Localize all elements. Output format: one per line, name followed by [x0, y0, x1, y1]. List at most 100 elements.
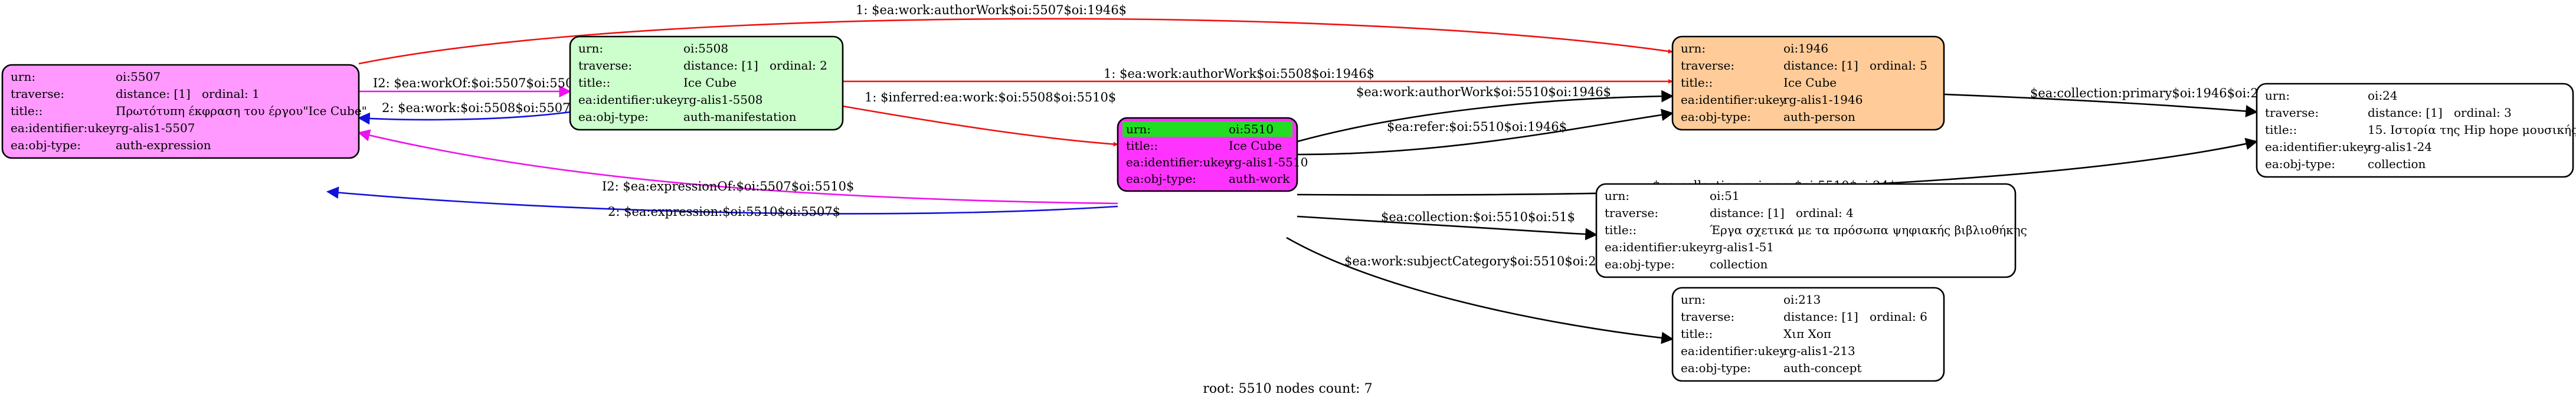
node-1946-row0-val: oi:1946 — [1783, 41, 1828, 55]
node-1946-row2-key: title:: — [1681, 75, 1713, 90]
edge-refer — [1297, 109, 1674, 156]
node-213-row4-key: ea:obj-type: — [1681, 361, 1751, 375]
edge-author-5510 — [1297, 90, 1674, 143]
node-5507-row3-key: ea:identifier:ukey — [11, 121, 116, 135]
node-5507-row1-key: traverse: — [11, 87, 64, 101]
nodes: urn: oi:5507 traverse: distance: [1] ord… — [1, 35, 2576, 382]
edge-label-workof: I2: $ea:workOf:$oi:5507$oi:5508$ — [373, 76, 589, 90]
node-5510-row0-key: urn: — [1126, 122, 1151, 136]
node-5508-row0-key: urn: — [578, 41, 603, 55]
footer-caption: root: 5510 nodes count: 7 — [1203, 382, 1372, 396]
node-24-row1-val: distance: [1] — [2368, 106, 2443, 120]
node-1946-row1-val: distance: [1] — [1783, 58, 1858, 73]
node-213-row3-key: ea:identifier:ukey — [1681, 344, 1786, 358]
node-5508-row1-extra: ordinal: 2 — [770, 58, 827, 73]
node-5510-row1-val: Ice Cube — [1229, 139, 1282, 153]
edge-label-author-5510: $ea:work:authorWork$oi:5510$oi:1946$ — [1356, 85, 1611, 99]
edge-author-5507 — [358, 18, 1673, 65]
node-1946-row1-key: traverse: — [1681, 58, 1734, 73]
node-51-row0-val: oi:51 — [1710, 189, 1740, 203]
node-51[interactable]: urn: oi:51 traverse: distance: [1] ordin… — [1595, 183, 2027, 278]
node-5507[interactable]: urn: oi:5507 traverse: distance: [1] ord… — [1, 64, 367, 159]
node-51-row4-val: collection — [1710, 257, 1768, 271]
edge-label-expressionof: I2: $ea:expressionOf:$oi:5507$oi:5510$ — [602, 179, 854, 193]
node-5508[interactable]: urn: oi:5508 traverse: distance: [1] ord… — [569, 35, 844, 131]
node-5510-row2-key: ea:identifier:ukey — [1126, 155, 1232, 169]
edge-work-5508 — [357, 111, 571, 125]
node-51-row1-extra: ordinal: 4 — [1796, 206, 1854, 220]
node-5507-row2-val: Πρωτότυπη έκφραση του έργου"Ice Cube" — [116, 104, 367, 118]
node-5510-row2-val: rg-alis1-5510 — [1229, 155, 1308, 169]
edge-label-work-5508: 2: $ea:work:$oi:5508$oi:5507$ — [382, 101, 578, 115]
node-5507-row3-val: rg-alis1-5507 — [116, 121, 195, 135]
node-1946-row2-val: Ice Cube — [1783, 75, 1837, 90]
edge-label-subject: $ea:work:subjectCategory$oi:5510$oi:213$ — [1344, 254, 1620, 268]
edge-label-inferred: 1: $inferred:ea:work:$oi:5508$oi:5510$ — [865, 90, 1116, 104]
node-51-row3-val: rg-alis1-51 — [1710, 240, 1774, 254]
node-24-row1-extra: ordinal: 3 — [2454, 106, 2512, 120]
node-5508-row2-key: title:: — [578, 75, 610, 90]
node-24-row4-key: ea:obj-type: — [2265, 157, 2335, 171]
node-5507-row4-val: auth-expression — [116, 138, 211, 152]
edge-label-refer: $ea:refer:$oi:5510$oi:1946$ — [1387, 120, 1567, 134]
node-24-row2-val: 15. Ιστορία της Hip hope μουσικής — [2368, 123, 2576, 137]
node-24-row0-key: urn: — [2265, 88, 2290, 103]
node-5510-header — [1122, 121, 1292, 137]
edge-expressionof — [357, 129, 1118, 205]
node-51-row3-key: ea:identifier:ukey — [1605, 240, 1710, 254]
node-24-row1-key: traverse: — [2265, 106, 2319, 120]
node-213-row1-extra: ordinal: 6 — [1870, 310, 1927, 324]
node-5508-row3-key: ea:identifier:ukey — [578, 93, 684, 107]
node-1946[interactable]: urn: oi:1946 traverse: distance: [1] ord… — [1671, 35, 1945, 131]
node-1946-row3-val: rg-alis1-1946 — [1783, 93, 1863, 107]
node-1946-row0-key: urn: — [1681, 41, 1706, 55]
node-51-row2-val: Έργα σχετικά με τα πρόσωπα ψηφιακής βιβλ… — [1710, 223, 2027, 237]
node-1946-row3-key: ea:identifier:ukey — [1681, 93, 1786, 107]
node-5508-row4-key: ea:obj-type: — [578, 110, 649, 124]
node-5507-row0-key: urn: — [11, 70, 35, 84]
node-51-row4-key: ea:obj-type: — [1605, 257, 1675, 271]
edge-expression — [326, 186, 1118, 215]
edges: 1: $ea:work:authorWork$oi:5507$oi:1946$ … — [326, 3, 2274, 344]
node-5508-row4-val: auth-manifestation — [683, 110, 797, 124]
edge-label-collection: $ea:collection:$oi:5510$oi:51$ — [1381, 210, 1575, 224]
node-5508-row1-key: traverse: — [578, 58, 632, 73]
node-5510[interactable]: urn: oi:5510 title:: Ice Cube ea:identif… — [1117, 117, 1308, 192]
node-5507-row1-extra: ordinal: 1 — [202, 87, 260, 101]
node-24-row2-key: title:: — [2265, 123, 2297, 137]
node-213-row1-key: traverse: — [1681, 310, 1734, 324]
node-5507-row1-val: distance: [1] — [116, 87, 191, 101]
node-213-row2-key: title:: — [1681, 327, 1713, 341]
node-1946-row4-key: ea:obj-type: — [1681, 110, 1751, 124]
node-5510-row1-key: title:: — [1126, 139, 1158, 153]
node-5507-row4-key: ea:obj-type: — [11, 138, 81, 152]
node-213-row3-val: rg-alis1-213 — [1783, 344, 1855, 358]
node-5507-row0-val: oi:5507 — [116, 70, 161, 84]
node-5508-row0-val: oi:5508 — [683, 41, 728, 55]
node-51-row0-key: urn: — [1605, 189, 1629, 203]
edge-label-author-5507: 1: $ea:work:authorWork$oi:5507$oi:1946$ — [856, 3, 1127, 17]
node-5508-row1-val: distance: [1] — [683, 58, 758, 73]
node-5508-row3-val: rg-alis1-5508 — [683, 93, 762, 107]
node-1946-row1-extra: ordinal: 5 — [1870, 58, 1927, 73]
node-5510-row0-val: oi:5510 — [1229, 122, 1274, 136]
edge-inferred — [842, 105, 1118, 147]
edge-subject — [1286, 236, 1674, 344]
edge-label-primary-1946: $ea:collection:primary$oi:1946$oi:24$ — [2030, 86, 2274, 100]
node-24-row3-key: ea:identifier:ukey — [2265, 140, 2371, 154]
node-213-row0-key: urn: — [1681, 292, 1706, 307]
node-24-row4-val: collection — [2368, 157, 2426, 171]
node-213-row2-val: Χιπ Χοπ — [1783, 327, 1831, 341]
node-213[interactable]: urn: oi:213 traverse: distance: [1] ordi… — [1671, 287, 1945, 382]
node-1946-row4-val: auth-person — [1783, 110, 1855, 124]
node-24-row0-val: oi:24 — [2368, 88, 2398, 103]
node-51-row2-key: title:: — [1605, 223, 1636, 237]
node-51-row1-val: distance: [1] — [1710, 206, 1785, 220]
node-5508-row2-val: Ice Cube — [683, 75, 737, 90]
edge-label-expression: 2: $ea:expression:$oi:5510$oi:5507$ — [608, 205, 840, 219]
node-24[interactable]: urn: oi:24 traverse: distance: [1] ordin… — [2256, 83, 2576, 178]
node-24-row3-val: rg-alis1-24 — [2368, 140, 2432, 154]
node-5507-row2-key: title:: — [11, 104, 42, 118]
edge-collection — [1297, 215, 1598, 241]
